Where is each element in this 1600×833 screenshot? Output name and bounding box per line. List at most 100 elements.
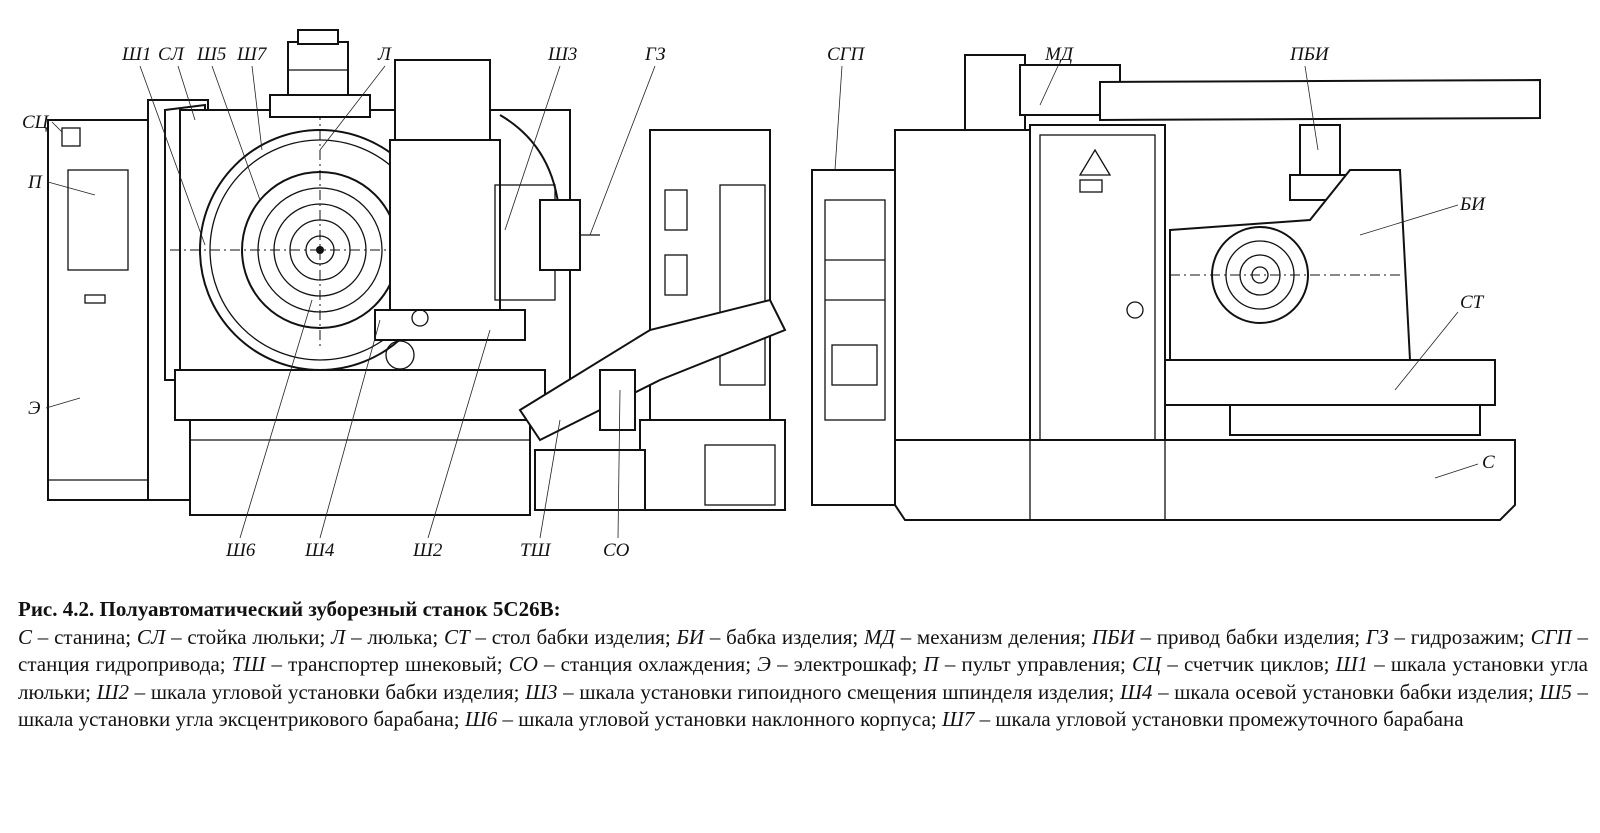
legend-item: СГП – станция гидропривода; — [18, 625, 1588, 677]
label-БИ: БИ — [1459, 194, 1486, 215]
label-Ш7: Ш7 — [236, 44, 268, 65]
legend-abbr: Л — [331, 624, 346, 649]
label-СО: СО — [603, 540, 630, 561]
legend-item: ПБИ – привод бабки изделия; — [1092, 625, 1366, 649]
label-Ш1: Ш1 — [121, 44, 151, 65]
legend-text: – стол бабки изделия; — [469, 624, 677, 649]
legend-abbr: П — [923, 652, 939, 676]
label-Ш6: Ш6 — [225, 540, 256, 561]
legend-abbr: ПБИ — [1091, 624, 1135, 649]
legend-abbr: МД — [864, 624, 895, 649]
legend-text: – станина; — [32, 624, 137, 649]
legend-item: СТ – стол бабки изделия; — [444, 625, 677, 649]
figure-caption: Рис. 4.2. Полуавтоматический зуборезный … — [18, 596, 1588, 734]
label-СЦ: СЦ — [22, 112, 50, 133]
legend-item: БИ – бабка изделия; — [677, 625, 864, 649]
legend-item: С – станина; — [18, 625, 137, 649]
legend-text: – люлька; — [345, 624, 444, 649]
bed-front — [189, 419, 531, 516]
legend-abbr: Ш3 — [525, 679, 558, 704]
label-Ш5: Ш5 — [196, 44, 226, 65]
legend-abbr: ГЗ — [1365, 624, 1389, 649]
legend-abbr: ТШ — [231, 652, 266, 676]
legend-text: – шкала установки угла люльки; — [18, 652, 1589, 704]
labels-front: СЦ П Э Ш1 СЛ Ш5 Ш7 Л Ш3 ГЗ Ш6 Ш4 Ш2 ТШ С… — [22, 44, 666, 561]
label-ГЗ: ГЗ — [644, 44, 666, 65]
bed — [894, 439, 1516, 521]
legend-abbr: Ш6 — [464, 707, 498, 731]
electrical-cabinet — [47, 119, 149, 501]
legend-text: – электрошкаф; — [770, 652, 924, 676]
legend-text: – бабка изделия; — [704, 624, 864, 649]
legend-abbr: Э — [757, 652, 771, 676]
front-view — [47, 29, 787, 516]
legend-text: – станция гидропривода; — [18, 624, 1588, 677]
legend-item: Э – электрошкаф; — [757, 652, 923, 676]
legend-item: СО – станция охлаждения; — [509, 652, 757, 676]
legend-text: – счетчик циклов; — [1161, 652, 1336, 676]
legend-abbr: Ш2 — [96, 679, 130, 704]
legend-abbr: Ш7 — [941, 707, 975, 731]
machine-drawing: СЦ П Э Ш1 СЛ Ш5 Ш7 Л Ш3 ГЗ Ш6 Ш4 Ш2 ТШ С… — [22, 29, 1541, 561]
legend-abbr: С — [18, 624, 33, 649]
legend-item: Ш6 – шкала угловой установки наклонного … — [465, 707, 942, 731]
legend-item: СЛ – стойка люльки; — [137, 625, 331, 649]
legend-item: ТШ – транспортер шнековый; — [232, 652, 509, 676]
cradle-column — [179, 109, 571, 421]
legend-item: Ш5 – шкала установки угла эксцентриковог… — [18, 680, 1588, 732]
legend-text: – механизм деления; — [894, 624, 1092, 649]
legend-text: – гидрозажим; — [1388, 624, 1531, 649]
legend-abbr: СО — [508, 652, 538, 676]
label-СГП: СГП — [827, 44, 865, 65]
labels-side: СГП МД ПБИ БИ СТ С — [827, 44, 1495, 479]
legend-abbr: Ш4 — [1120, 679, 1153, 704]
legend-item: ГЗ – гидрозажим; — [1366, 625, 1531, 649]
hydraulic-station — [811, 169, 898, 506]
legend-item: Ш1 – шкала установки угла люльки; — [18, 652, 1588, 704]
coolant-station — [639, 419, 786, 511]
work-head-drive — [1299, 124, 1341, 176]
caption-title: Рис. 4.2. Полуавтоматический зуборезный … — [18, 597, 561, 621]
legend-abbr: СЛ — [136, 624, 166, 649]
legend-item: МД – механизм деления; — [864, 625, 1092, 649]
work-head — [389, 139, 501, 311]
legend-abbr: СЦ — [1131, 652, 1162, 676]
legend-text: – шкала угловой установки промежуточного… — [974, 707, 1464, 731]
label-СТ: СТ — [1460, 292, 1485, 313]
legend-abbr: СГП — [1530, 624, 1572, 649]
legend-text: – привод бабки изделия; — [1134, 624, 1366, 649]
legend-text: – станция охлаждения; — [537, 652, 758, 676]
label-Ш3: Ш3 — [547, 44, 577, 65]
legend-item: Ш7 – шкала угловой установки промежуточн… — [942, 707, 1464, 731]
legend-item: СЦ – счетчик циклов; — [1132, 652, 1336, 676]
label-СЛ: СЛ — [158, 44, 185, 65]
legend-text: – шкала установки угла эксцентрикового б… — [18, 679, 1588, 732]
cycle-counter — [61, 127, 81, 147]
caption-legend: С – станина; СЛ – стойка люльки; Л – люл… — [18, 624, 1588, 734]
legend-text: – пульт управления; — [938, 652, 1132, 676]
label-МД: МД — [1044, 44, 1074, 65]
legend-text: – шкала осевой установки бабки изделия; — [1152, 679, 1540, 704]
legend-text: – шкала угловой установки наклонного кор… — [497, 707, 942, 731]
label-С: С — [1482, 452, 1495, 473]
label-Л: Л — [377, 44, 392, 65]
legend-abbr: СТ — [443, 624, 470, 649]
chip-conveyor — [518, 298, 787, 442]
legend-item: П – пульт управления; — [924, 652, 1132, 676]
legend-text: – транспортер шнековый; — [265, 652, 509, 676]
legend-text: – шкала установки гипоидного смещения шп… — [557, 679, 1121, 704]
legend-item: Л – люлька; — [331, 625, 444, 649]
label-П: П — [27, 172, 43, 193]
label-ТШ: ТШ — [520, 540, 552, 561]
label-Э: Э — [28, 398, 40, 419]
legend-item: Ш2 – шкала угловой установки бабки издел… — [97, 680, 526, 704]
legend-text: – стойка люльки; — [165, 624, 332, 649]
legend-text: – шкала угловой установки бабки изделия; — [129, 679, 526, 704]
legend-abbr: БИ — [676, 624, 705, 649]
legend-item: Ш3 – шкала установки гипоидного смещения… — [525, 680, 1120, 704]
legend-abbr: Ш5 — [1539, 679, 1572, 704]
legend-abbr: Ш1 — [1335, 652, 1369, 676]
side-view — [811, 54, 1541, 521]
work-table — [1164, 359, 1496, 406]
label-Ш4: Ш4 — [304, 540, 335, 561]
